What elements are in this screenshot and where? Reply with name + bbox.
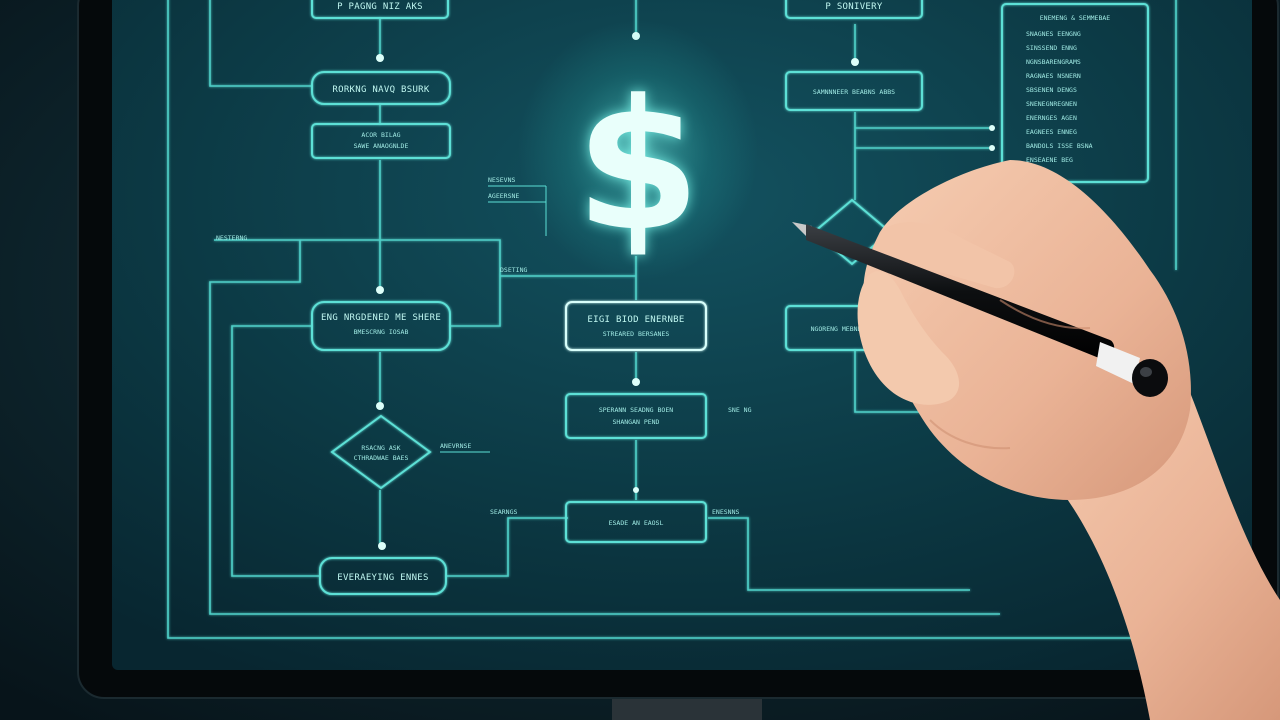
pen [792,222,1168,397]
node-box [785,71,923,111]
annotation: SEARNGS [490,508,517,516]
side-panel-line: SNAGNES EENGNG [1026,30,1081,38]
node-label: EVERAEYING ENNES [337,573,429,583]
annotation: DSETING [500,266,527,274]
annotation: ANEVRNSE [440,442,471,450]
finger-crease [999,299,1091,330]
node-label: SPERANN SEADNG BOEN [599,406,673,414]
node-box [311,0,449,19]
annotations: NESTERNG NESEVNS AGEERSNE DSETING ANEVRN… [216,176,752,516]
thumb [857,271,960,405]
node-label: NGORENG MEBNE [811,325,862,333]
side-panel-line: ENERNGES AGEN [1026,114,1077,122]
node-box [311,123,451,159]
node-sublabel: CTHRADWAE BAES [354,454,409,462]
dollar-sign-icon: $ [575,62,700,271]
node-box [565,393,707,439]
annotation: ENESNNS [712,508,739,516]
side-panel-line: BANDOLS ISSE BSNA [1026,142,1093,150]
side-panel-line: EAGNEES ENNEG [1026,128,1077,136]
node-box [785,0,923,19]
annotation: SNE NG [728,406,752,414]
node-label: SAMNNNEER BEABNS ABBS [813,88,895,96]
node-labels: P PAGNG NIZ AKS RORKNG NAVQ BSURK ACOR B… [321,2,895,583]
hand-with-pen [792,160,1280,720]
dollar-glow [518,20,758,280]
node-label: RSACNG ASK [361,444,400,452]
side-panel: ENEMENG & SEMMEBAE SNAGNES EENGNG SINSSE… [1026,14,1110,164]
side-panel-line: SBSENEN DENGS [1026,86,1077,94]
node-label: EIGI BIOD ENERNBE [587,315,684,325]
decision-diamond [812,198,892,266]
index-finger [872,222,1015,289]
node-label: ESADE AN EAOSL [609,519,664,527]
side-panel-frame [1001,3,1149,183]
monitor-screen [112,0,1252,670]
annotation: NESTERNG [216,234,247,242]
node-sublabel: BMESCRNG IOSAB [354,328,409,336]
node-sublabel: SAWE ANAOGNLDE [354,142,409,150]
side-panel-line: SINSSEND ENNG [1026,44,1077,52]
node-sublabel: STREARED BERSANES [603,330,670,338]
side-panel-line: RAGNAES NSNERN [1026,72,1081,80]
pen-cap-highlight [1140,367,1152,377]
annotation: AGEERSNE [488,192,519,200]
node-box [311,301,451,351]
pen-cap [1132,359,1168,397]
node-label: P SONIVERY [825,2,882,12]
node-label: RORKNG NAVQ BSURK [332,85,429,95]
node-box [565,501,707,543]
pen-band [1096,342,1140,384]
node-box [565,301,707,351]
side-panel-line: ENSEAENE BEG [1026,156,1073,164]
node-label: ACOR BILAG [361,131,400,139]
node-box [311,71,451,105]
annotation: NESEVNS [488,176,515,184]
node-box [319,557,447,595]
node-sublabel: SHANGAN PEND [613,418,660,426]
pen-body [806,224,1115,361]
side-panel-title: ENEMENG & SEMMEBAE [1040,14,1111,22]
node-label: ENG NRGDENED ME SHERE [321,313,441,323]
side-panel-line: SNENEGNREGNEN [1026,100,1077,108]
finger-crease [929,419,1011,450]
decision-diamond [330,414,432,490]
side-panel-line: NGNSBARENGRAMS [1026,58,1081,66]
node-label: P PAGNG NIZ AKS [337,2,423,12]
dollar-sign-glow: $ [575,62,700,271]
